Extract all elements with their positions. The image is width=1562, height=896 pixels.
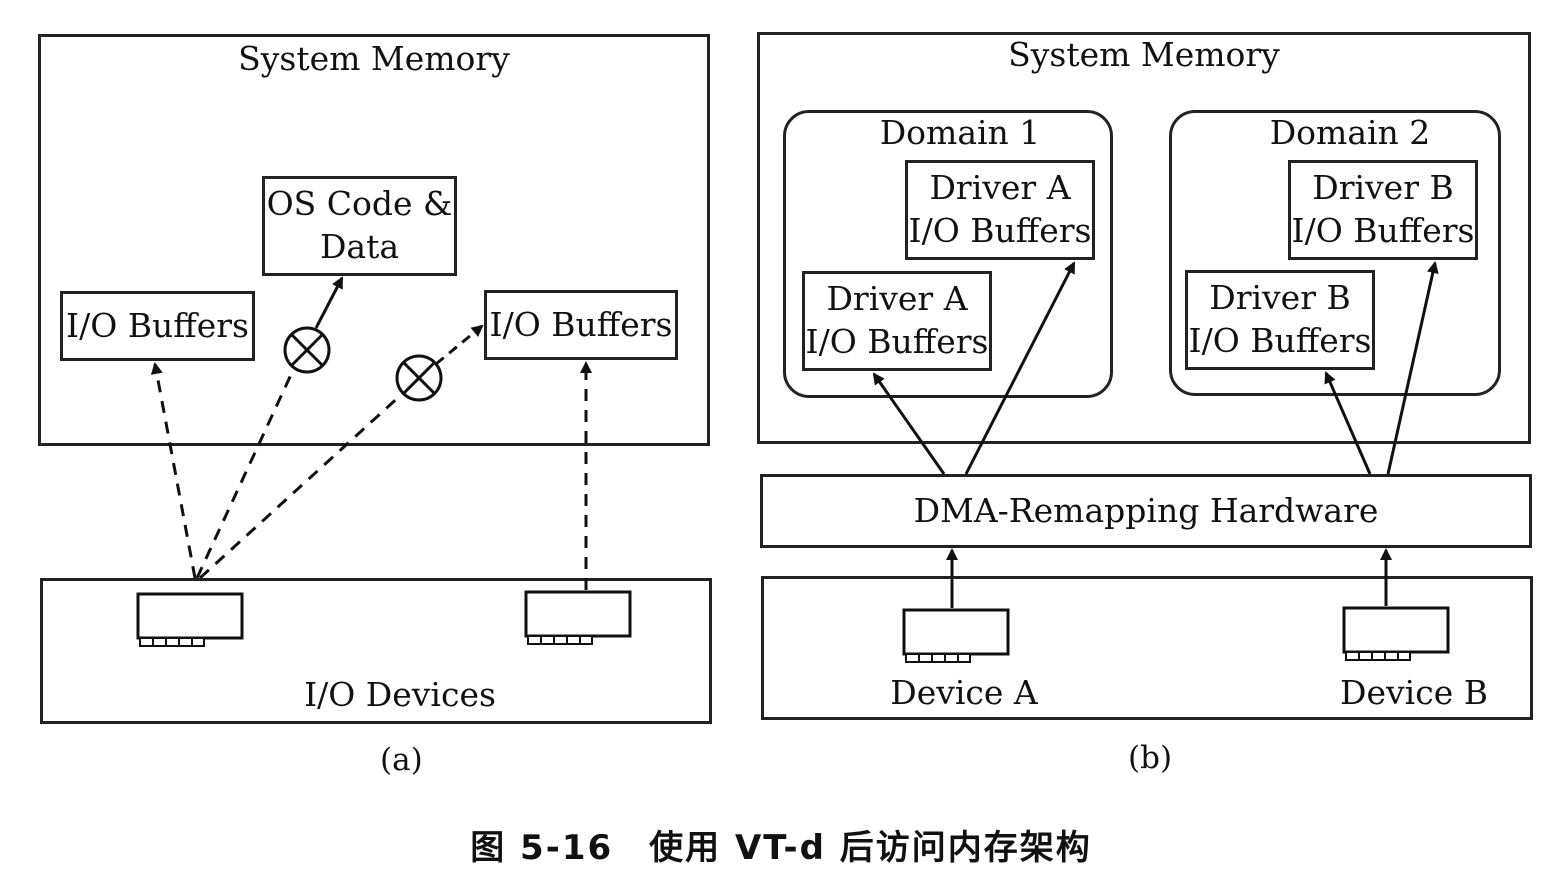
arrow-dma-to-d2-bottom (1324, 371, 1372, 475)
domain-1-label: Domain 1 (879, 113, 1041, 152)
panel-b-caption: (b) (1128, 740, 1173, 776)
domain-1-driver-a-buffers-bottom: Driver A I/O Buffers (802, 271, 992, 371)
d2-bottom-line1: Driver B (1209, 278, 1351, 318)
os-code-data-box: OS Code & Data (262, 176, 457, 276)
io-buffers-right-label: I/O Buffers (489, 304, 673, 344)
figure-caption: 图 5-16 使用 VT-d 后访问内存架构 (470, 828, 1092, 868)
dashed-line-to-right-buffers (198, 392, 404, 580)
arrow-dma-to-d1-top (964, 261, 1076, 475)
device-b-label: Device B (1340, 673, 1488, 712)
dashed-line-to-os-code (195, 365, 297, 579)
panel-b-system-memory-label: System Memory (1008, 35, 1280, 74)
d1-bottom-line1: Driver A (826, 279, 968, 319)
io-devices-label: I/O Devices (304, 675, 496, 714)
io-device-card-left-icon (136, 592, 244, 647)
device-b-card-icon (1342, 606, 1450, 661)
blocked-access-icon-1 (283, 326, 331, 374)
d2-top-line2: I/O Buffers (1291, 211, 1475, 250)
dashed-arrow-to-left-buffers (150, 362, 197, 579)
os-code-line1: OS Code & (266, 184, 453, 224)
d1-bottom-line2: I/O Buffers (805, 322, 989, 361)
device-a-card-icon (902, 608, 1010, 663)
d1-top-line1: Driver A (929, 168, 1071, 208)
d2-top-line1: Driver B (1312, 168, 1454, 208)
dashed-arrow-to-right-buffers (435, 324, 484, 366)
io-buffers-right-box: I/O Buffers (484, 290, 678, 360)
d1-top-line2: I/O Buffers (908, 211, 1092, 250)
dma-remapping-hardware-box: DMA-Remapping Hardware (760, 474, 1532, 548)
domain-2-driver-b-buffers-top: Driver B I/O Buffers (1288, 160, 1478, 260)
panel-a-caption: (a) (380, 742, 423, 778)
domain-2-driver-b-buffers-bottom: Driver B I/O Buffers (1185, 270, 1375, 370)
os-code-line2: Data (319, 227, 400, 266)
d2-bottom-line2: I/O Buffers (1188, 321, 1372, 360)
dma-remapping-label: DMA-Remapping Hardware (913, 490, 1379, 530)
io-device-card-right-icon (524, 590, 632, 645)
blocked-access-icon-2 (395, 354, 443, 402)
arrow-to-os-code (314, 276, 344, 329)
panel-a-system-memory-label: System Memory (238, 39, 510, 78)
arrow-dma-to-d1-bottom (872, 372, 946, 475)
device-a-label: Device A (890, 673, 1038, 712)
arrow-dma-to-d2-top (1386, 261, 1439, 475)
domain-1-driver-a-buffers-top: Driver A I/O Buffers (905, 160, 1095, 260)
io-buffers-left-box: I/O Buffers (60, 291, 255, 361)
io-buffers-left-label: I/O Buffers (66, 305, 249, 345)
domain-2-label: Domain 2 (1269, 113, 1431, 152)
